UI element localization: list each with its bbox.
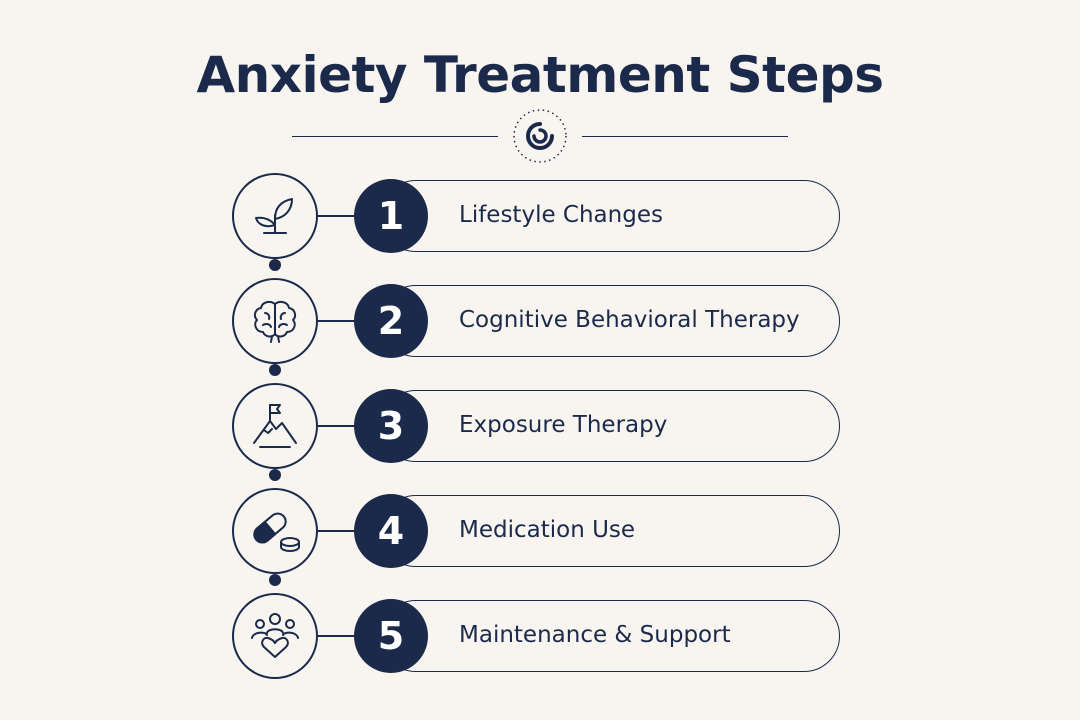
connector-dot <box>269 259 281 271</box>
connector-dot <box>269 364 281 376</box>
title-divider-left <box>292 136 498 137</box>
plant-sprout-icon <box>255 198 293 234</box>
step-3-card: Exposure Therapy <box>380 390 840 462</box>
step-2-number-badge: 2 <box>354 284 428 358</box>
step-4-number-badge: 4 <box>354 494 428 568</box>
step-4-label: Medication Use <box>459 517 636 543</box>
step-3-label: Exposure Therapy <box>459 412 668 438</box>
step-1-icon-circle <box>232 173 318 259</box>
swirl-emblem-icon <box>513 109 567 163</box>
step-5-link-line <box>318 635 358 637</box>
title-divider-right <box>582 136 788 137</box>
people-heart-icon <box>251 613 299 658</box>
step-3-link-line <box>318 425 358 427</box>
mountain-flag-icon <box>253 404 297 448</box>
step-1-label: Lifestyle Changes <box>459 202 663 228</box>
pill-capsule-icon <box>253 512 300 552</box>
step-2-card: Cognitive Behavioral Therapy <box>380 285 840 357</box>
step-3-number-badge: 3 <box>354 389 428 463</box>
step-3-icon-circle <box>232 383 318 469</box>
step-4-card: Medication Use <box>380 495 840 567</box>
connector-dot <box>269 574 281 586</box>
step-2-link-line <box>318 320 358 322</box>
brain-icon <box>253 300 297 343</box>
step-2-icon-circle <box>232 278 318 364</box>
step-5-card: Maintenance & Support <box>380 600 840 672</box>
step-2-label: Cognitive Behavioral Therapy <box>459 307 800 333</box>
step-1-number-badge: 1 <box>354 179 428 253</box>
step-5-label: Maintenance & Support <box>459 622 731 648</box>
connector-dot <box>269 469 281 481</box>
step-5-icon-circle <box>232 593 318 679</box>
step-1-link-line <box>318 215 358 217</box>
step-5-number-badge: 5 <box>354 599 428 673</box>
step-1-card: Lifestyle Changes <box>380 180 840 252</box>
step-4-link-line <box>318 530 358 532</box>
step-4-icon-circle <box>232 488 318 574</box>
page-title: Anxiety Treatment Steps <box>196 46 884 104</box>
